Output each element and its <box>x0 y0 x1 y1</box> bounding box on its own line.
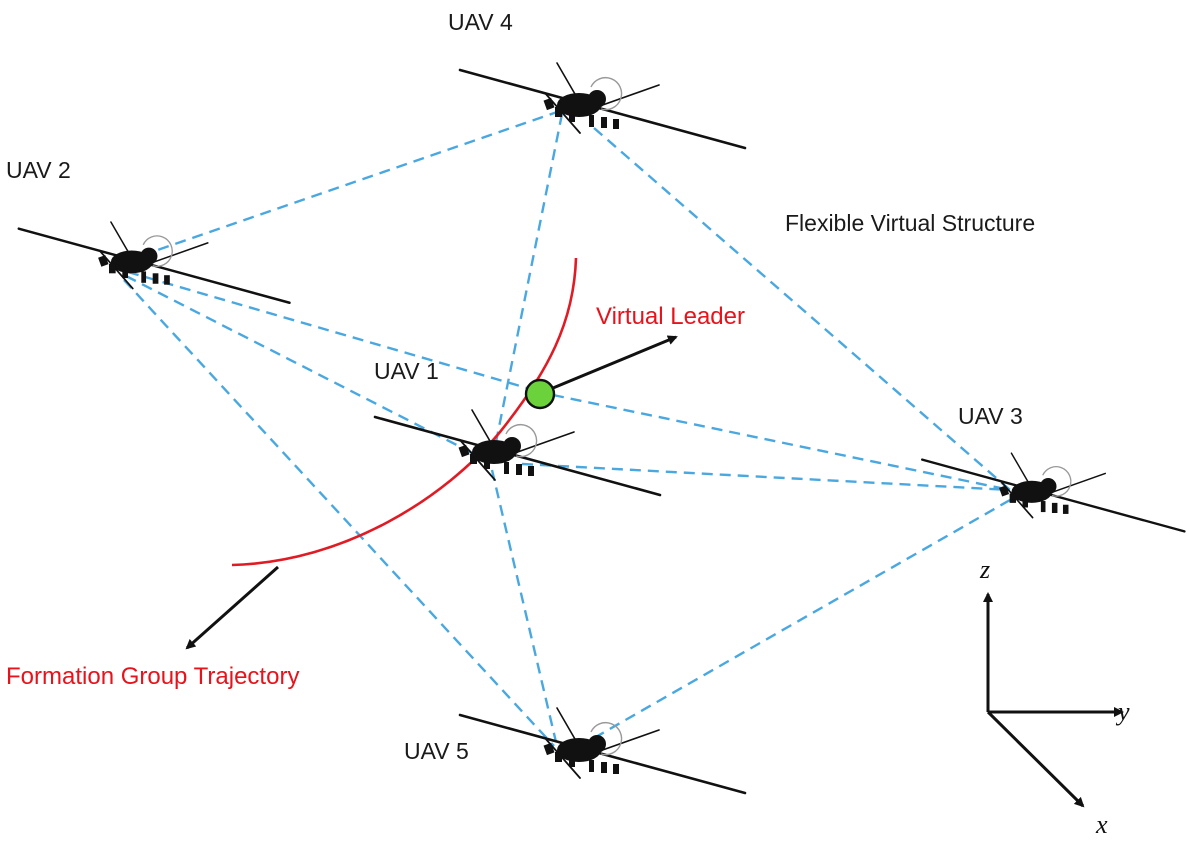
link-uav4-uav3 <box>593 127 1011 491</box>
uav-3-aircraft-icon <box>921 452 1186 533</box>
x-axis-arrow <box>986 710 1085 808</box>
link-uav2-uav1 <box>125 274 491 464</box>
link-uav2-uav5 <box>123 279 555 747</box>
link-uav4-uav2 <box>145 109 561 256</box>
link-leader-uav3 <box>552 393 1011 492</box>
virtual-leader-label: Virtual Leader <box>596 303 745 330</box>
structure-links <box>123 109 1011 747</box>
x-axis-label: x <box>1095 810 1108 839</box>
link-uav1-uav5 <box>490 469 558 743</box>
leader-direction-arrow <box>552 335 678 390</box>
uav-1-label: UAV 1 <box>374 358 439 384</box>
link-uav2-leader <box>127 270 528 390</box>
uav-5-aircraft-icon <box>458 706 747 795</box>
link-uav3-uav5 <box>593 498 1011 740</box>
trajectory-pointer-arrow <box>185 565 279 650</box>
formation-trajectory-curve <box>231 257 578 567</box>
uav-4-aircraft-icon <box>458 61 747 150</box>
coordinate-axes: z y x <box>979 555 1130 839</box>
link-uav1-uav3 <box>521 462 1011 492</box>
uav-5-label: UAV 5 <box>404 738 469 764</box>
z-axis-label: z <box>979 555 990 584</box>
link-uav4-uav1 <box>490 113 564 463</box>
uav-3-label: UAV 3 <box>958 403 1023 429</box>
virtual-leader-marker <box>524 378 556 410</box>
uav-2-label: UAV 2 <box>6 157 71 183</box>
trajectory-label: Formation Group Trajectory <box>6 663 299 690</box>
structure-label: Flexible Virtual Structure <box>785 210 1035 236</box>
y-axis-label: y <box>1115 697 1130 726</box>
uav-4-label: UAV 4 <box>448 9 513 35</box>
uav-1-aircraft-icon <box>373 408 662 497</box>
uav-2-aircraft-icon <box>17 220 291 304</box>
